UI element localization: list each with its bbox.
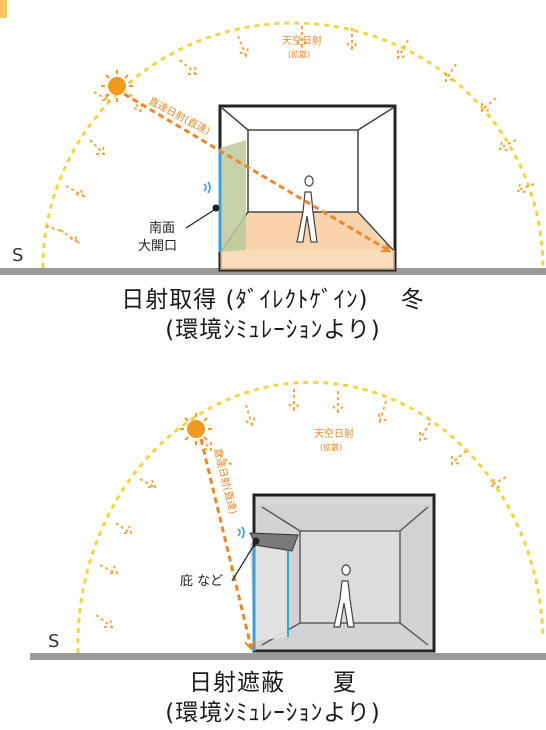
sun-icon — [180, 413, 212, 445]
summer-caption: 日射遮蔽 夏 (環境ｼﾐｭﾚｰｼｮﾝより) — [0, 668, 546, 728]
direct-ray-arrow — [199, 438, 251, 647]
diffuse-arrows — [95, 389, 507, 628]
south-label: S — [12, 245, 23, 266]
sky-label-line1: 天空日射 — [282, 34, 322, 47]
glint-icon — [203, 181, 211, 194]
person-figure — [333, 564, 355, 628]
direct-ray-label: 直達日射(直達) — [211, 447, 240, 516]
sky-dome-arc — [76, 380, 545, 654]
winter-caption: 日射取得 (ﾀﾞｲﾚｸﾄｹﾞｲﾝ) 冬 (環境ｼﾐｭﾚｰｼｮﾝより) — [0, 285, 546, 345]
opening-label-line1: 南面 — [149, 220, 175, 236]
south-label: S — [48, 631, 59, 652]
summer-caption-line2: (環境ｼﾐｭﾚｰｼｮﾝより) — [165, 700, 381, 726]
winter-caption-line1: 日射取得 (ﾀﾞｲﾚｸﾄｹﾞｲﾝ) 冬 — [121, 287, 425, 313]
ground-line — [30, 653, 546, 660]
summer-diagram-svg: S 天空日射 (拡散) — [30, 380, 546, 660]
sky-label-line2: (拡散) — [320, 442, 342, 452]
winter-caption-line2: (環境ｼﾐｭﾚｰｼｮﾝより) — [165, 317, 381, 343]
person-figure — [296, 175, 318, 243]
room — [218, 104, 397, 272]
sky-label-line1: 天空日射 — [314, 427, 354, 440]
summer-caption-line1: 日射遮蔽 夏 — [189, 670, 357, 696]
summer-diagram: S 天空日射 (拡散) — [0, 365, 546, 665]
diffuse-arrows — [45, 26, 535, 245]
direct-ray-arrow — [123, 92, 388, 250]
direct-ray-label: 直達日射(直達) — [147, 94, 213, 137]
sky-label-line2: (拡散) — [288, 49, 310, 59]
eave-label: 庇 など — [180, 574, 223, 589]
glint-icon — [237, 526, 245, 539]
winter-diagram: S 天空日射 (拡散) — [0, 0, 546, 280]
opening-label-line2: 大開口 — [138, 239, 177, 254]
corner-tab — [0, 0, 7, 18]
winter-diagram-svg: S 天空日射 (拡散) — [0, 21, 546, 275]
room — [249, 493, 436, 653]
